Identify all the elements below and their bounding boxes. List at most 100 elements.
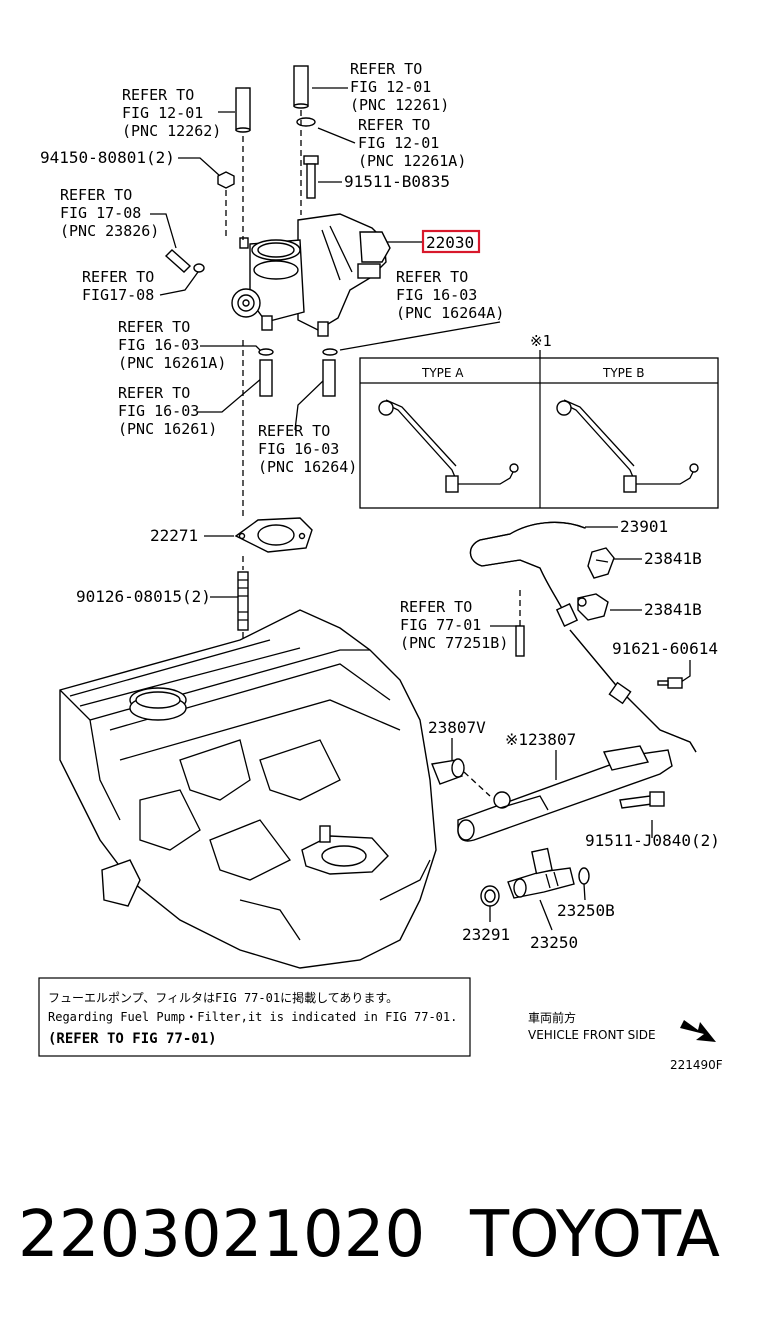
svg-text:(PNC 16261A): (PNC 16261A) <box>118 354 226 372</box>
part-22271: 22271 <box>150 526 234 545</box>
part-23250b: 23250B <box>557 883 615 920</box>
footer-brand: TOYOTA <box>469 1198 720 1272</box>
ref-16261: REFER TO FIG 16-03 (PNC 16261) <box>118 377 263 438</box>
bolt-91511-b0835 <box>303 155 319 199</box>
ref-12262: REFER TO FIG 12-01 (PNC 12262) <box>122 86 235 140</box>
svg-text:(PNC 16264): (PNC 16264) <box>258 458 357 476</box>
svg-text:FIG 12-01: FIG 12-01 <box>350 78 431 96</box>
type-b-pipe <box>556 399 699 493</box>
part-23841b-upper: 23841B <box>612 549 702 568</box>
ref-12261a: REFER TO FIG 12-01 (PNC 12261A) <box>317 116 466 170</box>
svg-text:221490F: 221490F <box>670 1058 723 1072</box>
svg-text:FIG 16-03: FIG 16-03 <box>396 286 477 304</box>
svg-text:REFER TO: REFER TO <box>396 268 468 286</box>
svg-text:(PNC 12261): (PNC 12261) <box>350 96 449 114</box>
svg-text:FIG17-08: FIG17-08 <box>82 286 154 304</box>
svg-text:23250: 23250 <box>530 933 578 952</box>
svg-text:91511-J0840(2): 91511-J0840(2) <box>585 831 720 850</box>
clip-16264a <box>322 348 338 356</box>
svg-text:FIG 16-03: FIG 16-03 <box>118 336 199 354</box>
part-23807v: 23807V <box>428 718 486 760</box>
svg-text:FIG 16-03: FIG 16-03 <box>258 440 339 458</box>
svg-text:(PNC 77251B): (PNC 77251B) <box>400 634 508 652</box>
hose-23901 <box>469 521 586 628</box>
pipe-77251b <box>515 590 525 657</box>
type-a-pipe <box>378 399 519 493</box>
svg-text:FIG 12-01: FIG 12-01 <box>122 104 203 122</box>
part-94150-80801: 94150-80801(2) <box>40 148 221 177</box>
svg-text:TYPE B: TYPE B <box>602 366 645 380</box>
svg-text:REFER TO: REFER TO <box>350 60 422 78</box>
svg-text:※123807: ※123807 <box>505 730 576 749</box>
bolt-91621 <box>657 677 683 689</box>
clip-16261a <box>258 348 274 356</box>
injector-23250 <box>507 847 575 899</box>
vehicle-front-indicator: 車両前方 VEHICLE FRONT SIDE 221490F <box>528 1010 723 1072</box>
part-23250: 23250 <box>530 899 578 952</box>
svg-text:REFER TO: REFER TO <box>118 384 190 402</box>
ref-12261: REFER TO FIG 12-01 (PNC 12261) <box>312 60 449 114</box>
svg-text:REFER TO: REFER TO <box>400 598 472 616</box>
svg-text:(PNC 12261A): (PNC 12261A) <box>358 152 466 170</box>
ref-16264: REFER TO FIG 16-03 (PNC 16264) <box>258 379 357 476</box>
ref-16261a: REFER TO FIG 16-03 (PNC 16261A) <box>118 318 263 372</box>
svg-text:REFER TO: REFER TO <box>118 318 190 336</box>
oring-23250b <box>578 867 590 885</box>
fuel-pipe <box>569 629 697 753</box>
part-23807: ※123807 <box>505 730 576 780</box>
svg-text:(REFER TO FIG 77-01): (REFER TO FIG 77-01) <box>48 1031 217 1047</box>
clip-12261a <box>296 117 316 127</box>
svg-text:22271: 22271 <box>150 526 198 545</box>
svg-text:23291: 23291 <box>462 925 510 944</box>
svg-text:22030: 22030 <box>426 233 474 252</box>
svg-text:(PNC 16261): (PNC 16261) <box>118 420 217 438</box>
part-23901: 23901 <box>585 517 668 536</box>
ref-23826: REFER TO FIG 17-08 (PNC 23826) <box>60 186 177 249</box>
svg-text:91621-60614: 91621-60614 <box>612 639 718 658</box>
svg-text:※1: ※1 <box>530 332 552 350</box>
svg-text:23841B: 23841B <box>644 549 702 568</box>
svg-text:FIG 12-01: FIG 12-01 <box>358 134 439 152</box>
pipe-16261 <box>259 359 273 397</box>
svg-text:23250B: 23250B <box>557 901 615 920</box>
pipe-16264 <box>322 359 336 397</box>
gasket-22271 <box>234 517 313 553</box>
cap-23807v <box>431 758 491 797</box>
seal-23291 <box>480 885 500 907</box>
ref-17-08: REFER TO FIG17-08 <box>82 268 199 304</box>
svg-text:(PNC 12262): (PNC 12262) <box>122 122 221 140</box>
footer-part-number: 2203021020 <box>18 1198 425 1272</box>
stud-90126 <box>237 571 249 631</box>
svg-text:91511-B0835: 91511-B0835 <box>344 172 450 191</box>
svg-text:REFER TO: REFER TO <box>122 86 194 104</box>
svg-text:VEHICLE FRONT SIDE: VEHICLE FRONT SIDE <box>528 1028 656 1042</box>
part-91511-b0835: 91511-B0835 <box>318 172 450 191</box>
pipe-12262 <box>235 87 251 133</box>
throttle-body-22030 <box>231 213 391 337</box>
svg-text:REFER TO: REFER TO <box>82 268 154 286</box>
pipe-12261 <box>293 65 309 109</box>
svg-text:FIG 16-03: FIG 16-03 <box>118 402 199 420</box>
inset-type-box: ※1 TYPE A TYPE B <box>359 332 719 509</box>
svg-text:94150-80801(2): 94150-80801(2) <box>40 148 175 167</box>
svg-text:車両前方: 車両前方 <box>528 1010 576 1025</box>
svg-text:フューエルポンプ、フィルタはFIG 77-01に掲載してあり: フューエルポンプ、フィルタはFIG 77-01に掲載してあります。 <box>48 990 398 1005</box>
delivery-pipe-23807 <box>457 745 673 842</box>
bolt-91511-j0840 <box>619 791 665 809</box>
arrow-icon <box>680 1020 716 1042</box>
svg-text:23901: 23901 <box>620 517 668 536</box>
svg-text:23841B: 23841B <box>644 600 702 619</box>
svg-text:90126-08015(2): 90126-08015(2) <box>76 587 211 606</box>
part-91511-j0840: 91511-J0840(2) <box>585 820 720 850</box>
part-23291: 23291 <box>462 904 510 944</box>
hose-23826 <box>164 249 205 273</box>
svg-text:FIG 17-08: FIG 17-08 <box>60 204 141 222</box>
part-91621-60614: 91621-60614 <box>612 639 718 685</box>
svg-text:23807V: 23807V <box>428 718 486 737</box>
svg-text:REFER TO: REFER TO <box>358 116 430 134</box>
svg-text:(PNC 23826): (PNC 23826) <box>60 222 159 240</box>
svg-text:REFER TO: REFER TO <box>258 422 330 440</box>
svg-text:REFER TO: REFER TO <box>60 186 132 204</box>
part-23841b-lower: 23841B <box>610 600 702 619</box>
